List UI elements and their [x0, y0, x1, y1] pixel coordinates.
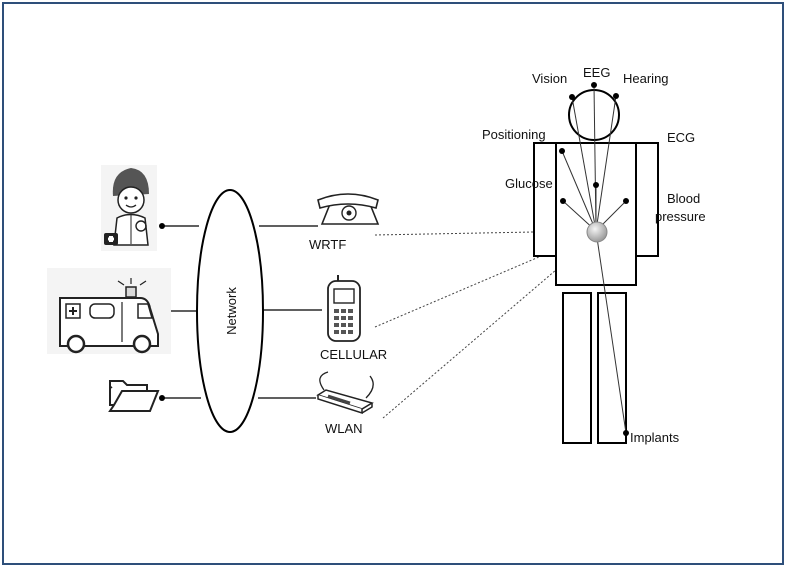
- folders-link-dot: [159, 395, 165, 401]
- ambulance-icon: [47, 268, 171, 354]
- body-hub-node: [586, 221, 608, 243]
- gateway-label-wlan: WLAN: [325, 421, 363, 436]
- sensor-label-implants: Implants: [630, 430, 680, 445]
- folders-icon: [108, 380, 160, 412]
- gateway-label-wrtf: WRTF: [309, 237, 346, 252]
- right-leg: [597, 292, 627, 444]
- ecg-sensor-dot: [593, 182, 599, 188]
- telephone-icon: [317, 193, 380, 225]
- network-label: Network: [224, 287, 239, 335]
- sensor-label-positioning: Positioning: [482, 127, 546, 142]
- sensor-label-blood-pressure-line1: Blood: [667, 191, 700, 206]
- blood-pressure-sensor-dot: [623, 198, 629, 204]
- gateway-label-cellular: CELLULAR: [320, 347, 387, 362]
- sensor-label-vision: Vision: [532, 71, 567, 86]
- mobile-phone-icon: [327, 275, 361, 342]
- sensor-label-glucose: Glucose: [505, 176, 553, 191]
- wireless-router-icon: [316, 371, 374, 415]
- implants-sensor-dot: [623, 430, 629, 436]
- sensor-label-hearing: Hearing: [623, 71, 669, 86]
- sensor-label-ecg: ECG: [667, 130, 695, 145]
- sensor-dots: [559, 82, 629, 436]
- vision-sensor-dot: [569, 94, 575, 100]
- sensor-label-eeg: EEG: [583, 65, 610, 80]
- left-arm: [533, 142, 557, 257]
- glucose-sensor-dot: [560, 198, 566, 204]
- positioning-sensor-dot: [559, 148, 565, 154]
- hearing-sensor-dot: [613, 93, 619, 99]
- left-leg: [562, 292, 592, 444]
- sensor-label-blood-pressure-line2: pressure: [655, 209, 706, 224]
- human-body: [533, 89, 659, 444]
- right-arm: [635, 142, 659, 257]
- doctor-icon: [101, 165, 157, 251]
- eeg-sensor-dot: [591, 82, 597, 88]
- doctor-link-dot: [159, 223, 165, 229]
